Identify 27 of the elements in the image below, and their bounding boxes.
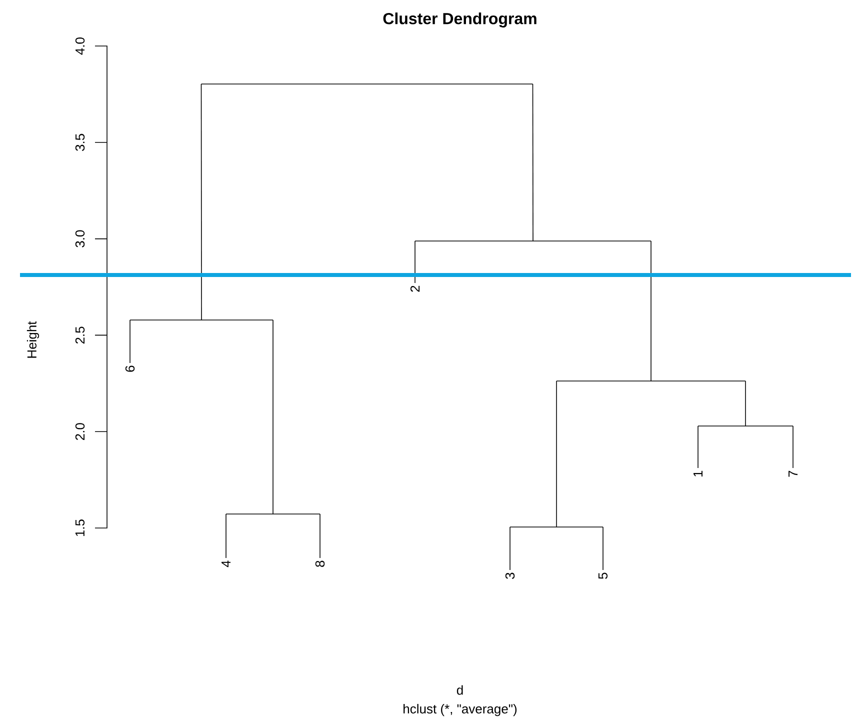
tick-label: 3.5 <box>75 134 85 151</box>
leaf-label: 8 <box>315 560 325 567</box>
leaf-label: 5 <box>598 572 608 579</box>
dendrogram-branch <box>200 84 202 320</box>
tick-label: 2.0 <box>75 423 85 440</box>
leaf-label: 1 <box>694 470 702 476</box>
dendrogram-branch <box>602 526 604 570</box>
tick-label: 4.0 <box>75 37 85 55</box>
axis-title: Height <box>26 321 40 358</box>
dendrogram-branch <box>414 240 416 284</box>
leaf-label: 2 <box>410 286 420 292</box>
leaf-label: 7 <box>788 470 798 477</box>
dendrogram-branch <box>792 426 794 468</box>
tick-label: 1.5 <box>75 520 85 536</box>
leaf-label: 3 <box>505 572 515 579</box>
dendrogram-branch <box>745 380 746 426</box>
dendrogram-branch <box>650 240 652 382</box>
leaf-label: 6 <box>125 366 135 372</box>
chart-title: Cluster Dendrogram <box>383 12 536 28</box>
axis-title: d <box>456 685 463 695</box>
tick-label: 3.0 <box>75 230 85 248</box>
caption: hclust (*, "average") <box>404 704 517 716</box>
dendrogram-branch <box>532 84 534 242</box>
tick-label: 2.5 <box>75 326 85 344</box>
leaf-label: 4 <box>222 560 230 568</box>
dendrogram-branch <box>556 380 557 528</box>
dendrogram-branch <box>272 320 274 514</box>
